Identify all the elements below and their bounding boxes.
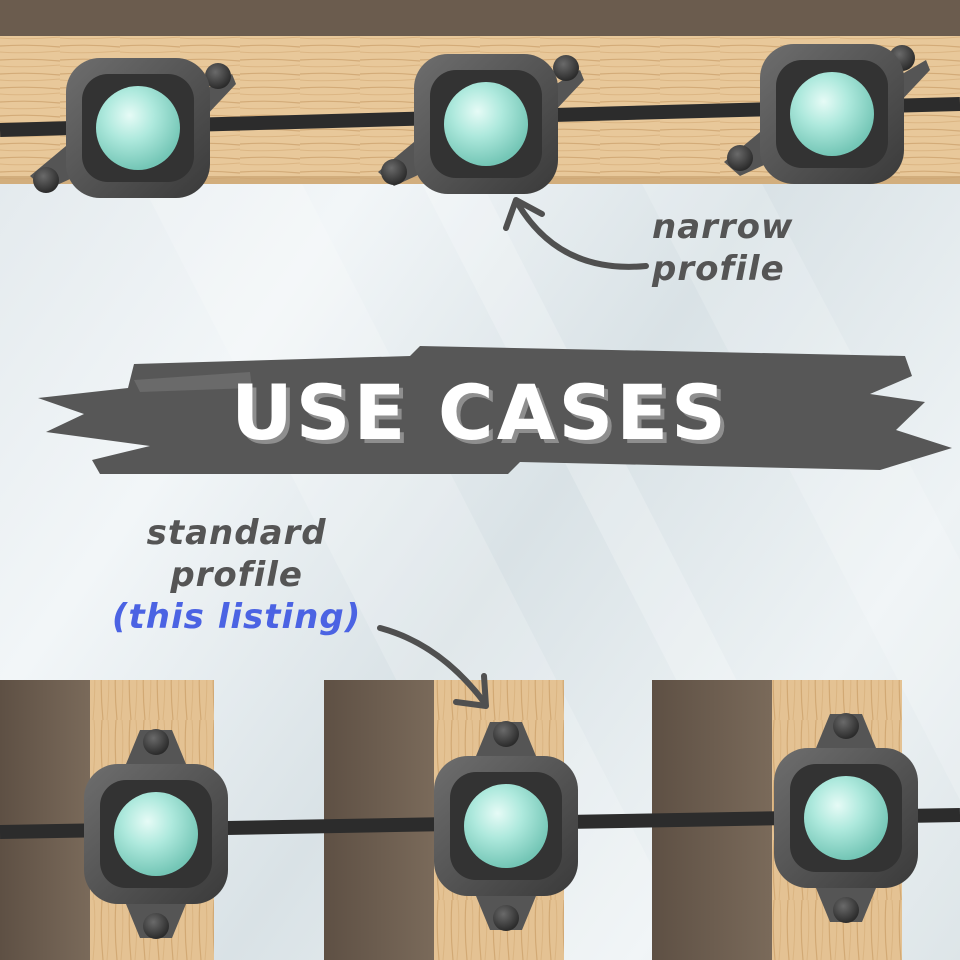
narrow-profile-label: narrow profile <box>652 206 793 290</box>
standard-arrow <box>377 625 489 709</box>
narrow-puck-2 <box>378 54 584 194</box>
standard-profile-label: standard profile (this listing) <box>112 512 361 638</box>
banner-title: USE CASES <box>231 368 729 457</box>
narrow-label-line2: profile <box>652 249 785 289</box>
banner-brush-stroke <box>38 346 952 474</box>
narrow-label-line1: narrow <box>652 207 794 247</box>
standard-label-line1: standard <box>146 513 327 553</box>
standard-puck-2 <box>434 721 578 931</box>
standard-puck-3 <box>774 713 918 923</box>
narrow-arrow <box>503 197 649 270</box>
standard-puck-1 <box>84 729 228 939</box>
standard-label-line2: profile <box>170 555 303 595</box>
narrow-puck-3 <box>724 44 930 184</box>
narrow-puck-1 <box>30 58 236 198</box>
this-listing-note: (this listing) <box>112 597 362 637</box>
